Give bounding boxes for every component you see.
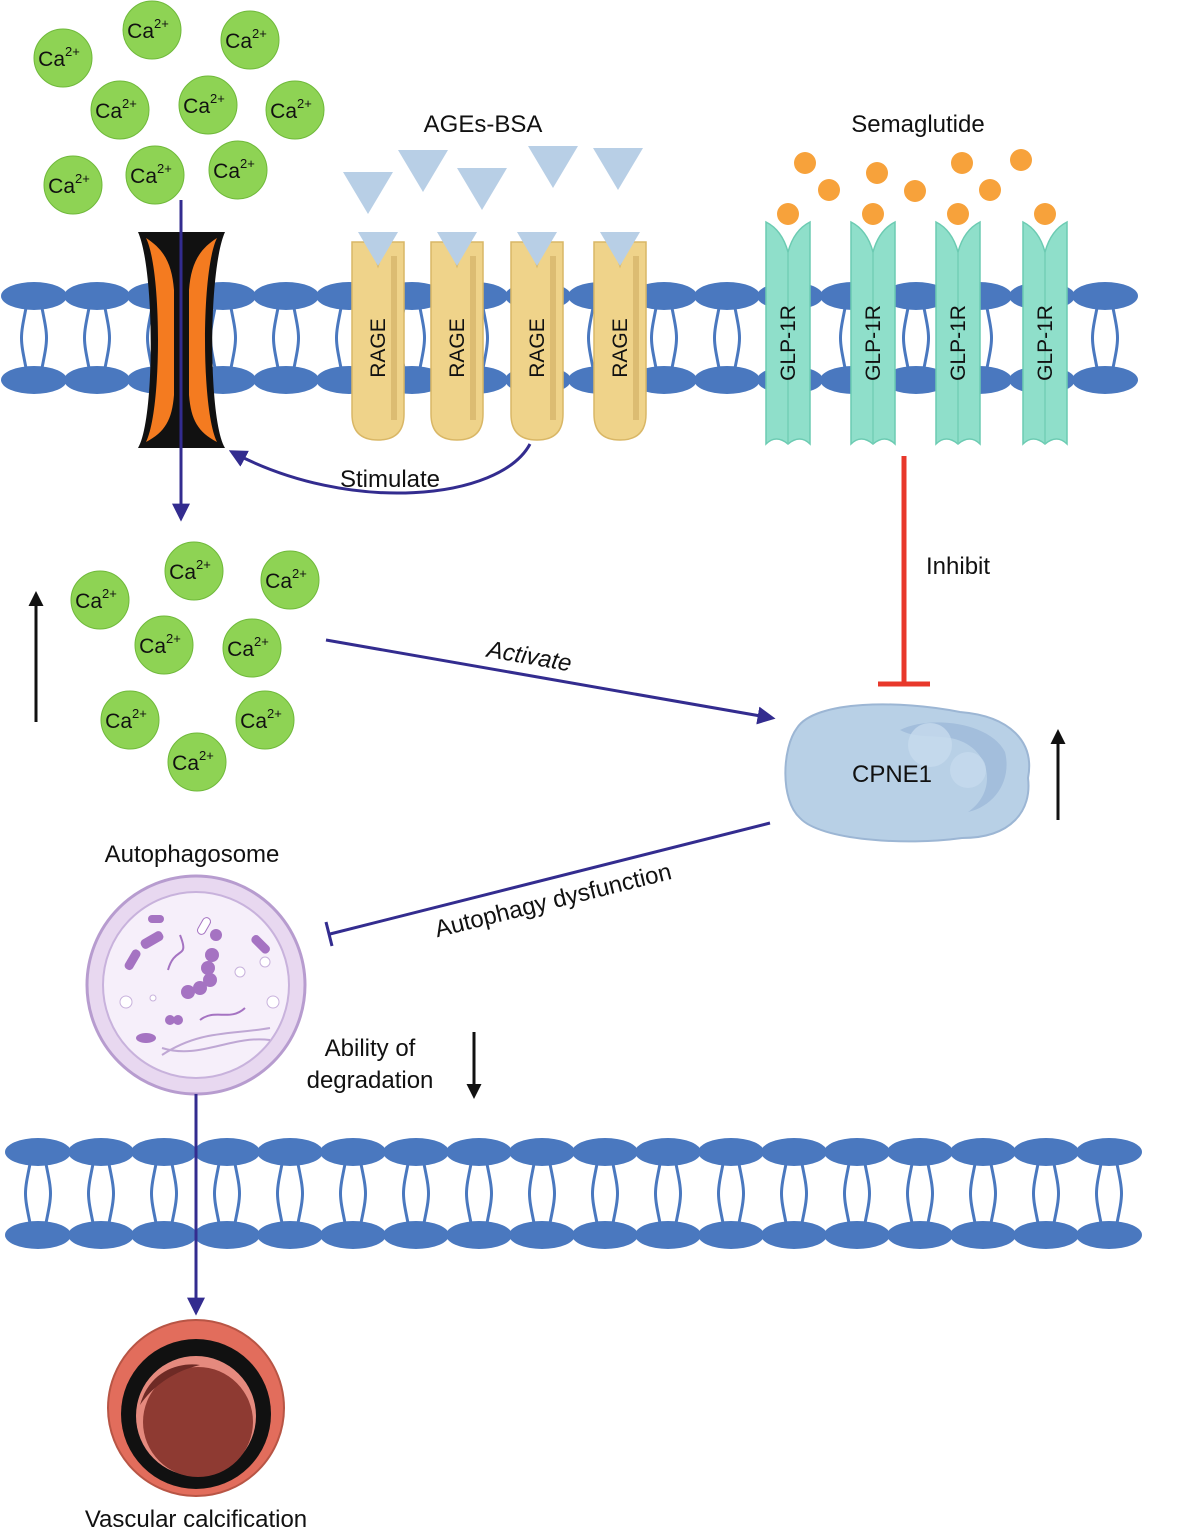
calcium-ion: Ca2+ [178,75,238,135]
semaglutide-label: Semaglutide [851,111,984,138]
rage-receptor: RAGE [593,232,647,441]
svg-text:Ca2+: Ca2+ [139,631,181,658]
vessel-cross-section [107,1319,285,1497]
glp1r-label: GLP-1R [862,305,885,381]
activate-arrow [325,638,776,725]
glp1r-label: GLP-1R [777,305,800,381]
ages-bsa-label: AGEs-BSA [424,111,543,138]
calcium-ion: Ca2+ [134,615,194,675]
rage-receptor: RAGE [430,232,484,441]
glp1r-receptor: GLP-1R [935,203,981,446]
calcium-ion: Ca2+ [33,28,93,88]
ability-label-line1: Ability of [325,1035,416,1062]
calcium-ion: Ca2+ [125,145,185,205]
rage-receptor: RAGE [510,232,564,441]
glp1r-label: GLP-1R [1034,305,1057,381]
autophagosome [85,874,307,1096]
glp1r-receptor: GLP-1R [765,203,811,446]
rage-label: RAGE [367,318,390,378]
stimulate-arrow [228,443,532,495]
calcium-ion: Ca2+ [222,618,282,678]
calcium-ions-intracellular: Ca2+Ca2+Ca2+Ca2+Ca2+Ca2+Ca2+Ca2+ [70,541,320,792]
rage-label: RAGE [609,318,632,378]
semaglutide-ligands [794,149,1032,202]
calcium-ion: Ca2+ [260,550,320,610]
rage-label: RAGE [446,318,469,378]
glp1r-receptors: GLP-1R GLP-1R GLP-1R GLP-1R [765,203,1068,446]
ability-label-line2: degradation [307,1067,434,1094]
svg-text:Ca2+: Ca2+ [38,44,80,71]
inhibit-label: Inhibit [926,553,990,580]
calcium-ion: Ca2+ [220,10,280,70]
calcium-ion: Ca2+ [70,570,130,630]
calcium-ion: Ca2+ [235,690,295,750]
glp1r-receptor: GLP-1R [850,203,896,446]
cpne1-protein [784,703,1031,843]
cpne1-label: CPNE1 [852,761,932,788]
rage-receptors: RAGE RAGE RAGE RAGE [351,232,647,441]
cell-membrane-bottom [5,1138,1142,1249]
calcium-ion: Ca2+ [208,140,268,200]
calcium-ions-extracellular: Ca2+Ca2+Ca2+Ca2+Ca2+Ca2+Ca2+Ca2+Ca2+ [33,0,325,215]
calcium-ion: Ca2+ [265,80,325,140]
calcium-ion: Ca2+ [90,80,150,140]
autophagosome-label: Autophagosome [105,841,280,868]
inhibit-connector [878,456,930,687]
stimulate-label: Stimulate [340,466,440,493]
calcium-ion: Ca2+ [164,541,224,601]
calcium-ion: Ca2+ [43,155,103,215]
glp1r-receptor: GLP-1R [1022,203,1068,446]
rage-label: RAGE [526,318,549,378]
autophagy-dysfunction-connector [324,821,771,947]
glp1r-label: GLP-1R [947,305,970,381]
ages-bsa-ligands [343,146,643,214]
calcium-ion: Ca2+ [167,732,227,792]
vascular-calcification-label: Vascular calcification [85,1506,307,1530]
rage-receptor: RAGE [351,232,405,441]
calcium-ion: Ca2+ [100,690,160,750]
calcium-ion: Ca2+ [122,0,182,60]
autophagy-dysfunction-label: Autophagy dysfunction [432,858,674,943]
svg-text:Ca2+: Ca2+ [130,161,172,188]
